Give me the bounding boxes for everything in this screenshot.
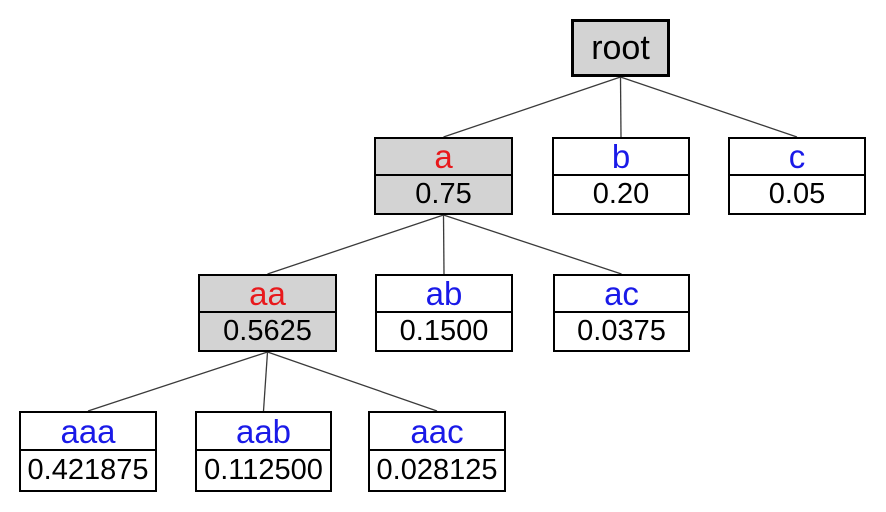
node-label: aab <box>235 412 292 450</box>
node-value: 0.0375 <box>555 310 688 350</box>
node-value: 0.05 <box>730 173 864 213</box>
node-ac: ac 0.0375 <box>553 274 690 352</box>
node-aac: aac 0.028125 <box>368 411 506 492</box>
node-value: 0.75 <box>376 173 511 213</box>
node-aab: aab 0.112500 <box>195 411 332 492</box>
node-value: 0.1500 <box>377 310 511 350</box>
node-aa: aa 0.5625 <box>198 274 337 352</box>
node-value: 0.028125 <box>370 449 504 490</box>
node-label: aa <box>249 274 286 312</box>
node-label: root <box>591 29 650 67</box>
node-label: b <box>611 137 631 175</box>
node-aaa: aaa 0.421875 <box>19 411 157 492</box>
node-value: 0.112500 <box>197 449 330 490</box>
node-label: ac <box>604 274 639 312</box>
node-label: c <box>788 137 806 175</box>
node-root: root <box>571 19 670 77</box>
node-label: aac <box>410 412 464 450</box>
node-c: c 0.05 <box>728 137 866 215</box>
node-b: b 0.20 <box>552 137 690 215</box>
node-label: a <box>434 137 453 175</box>
node-ab: ab 0.1500 <box>375 274 513 352</box>
node-a: a 0.75 <box>374 137 513 215</box>
node-value: 0.20 <box>554 173 688 213</box>
node-value: 0.5625 <box>200 310 335 350</box>
node-label: ab <box>425 274 463 312</box>
node-value: 0.421875 <box>21 449 155 490</box>
node-label: aaa <box>60 412 116 450</box>
